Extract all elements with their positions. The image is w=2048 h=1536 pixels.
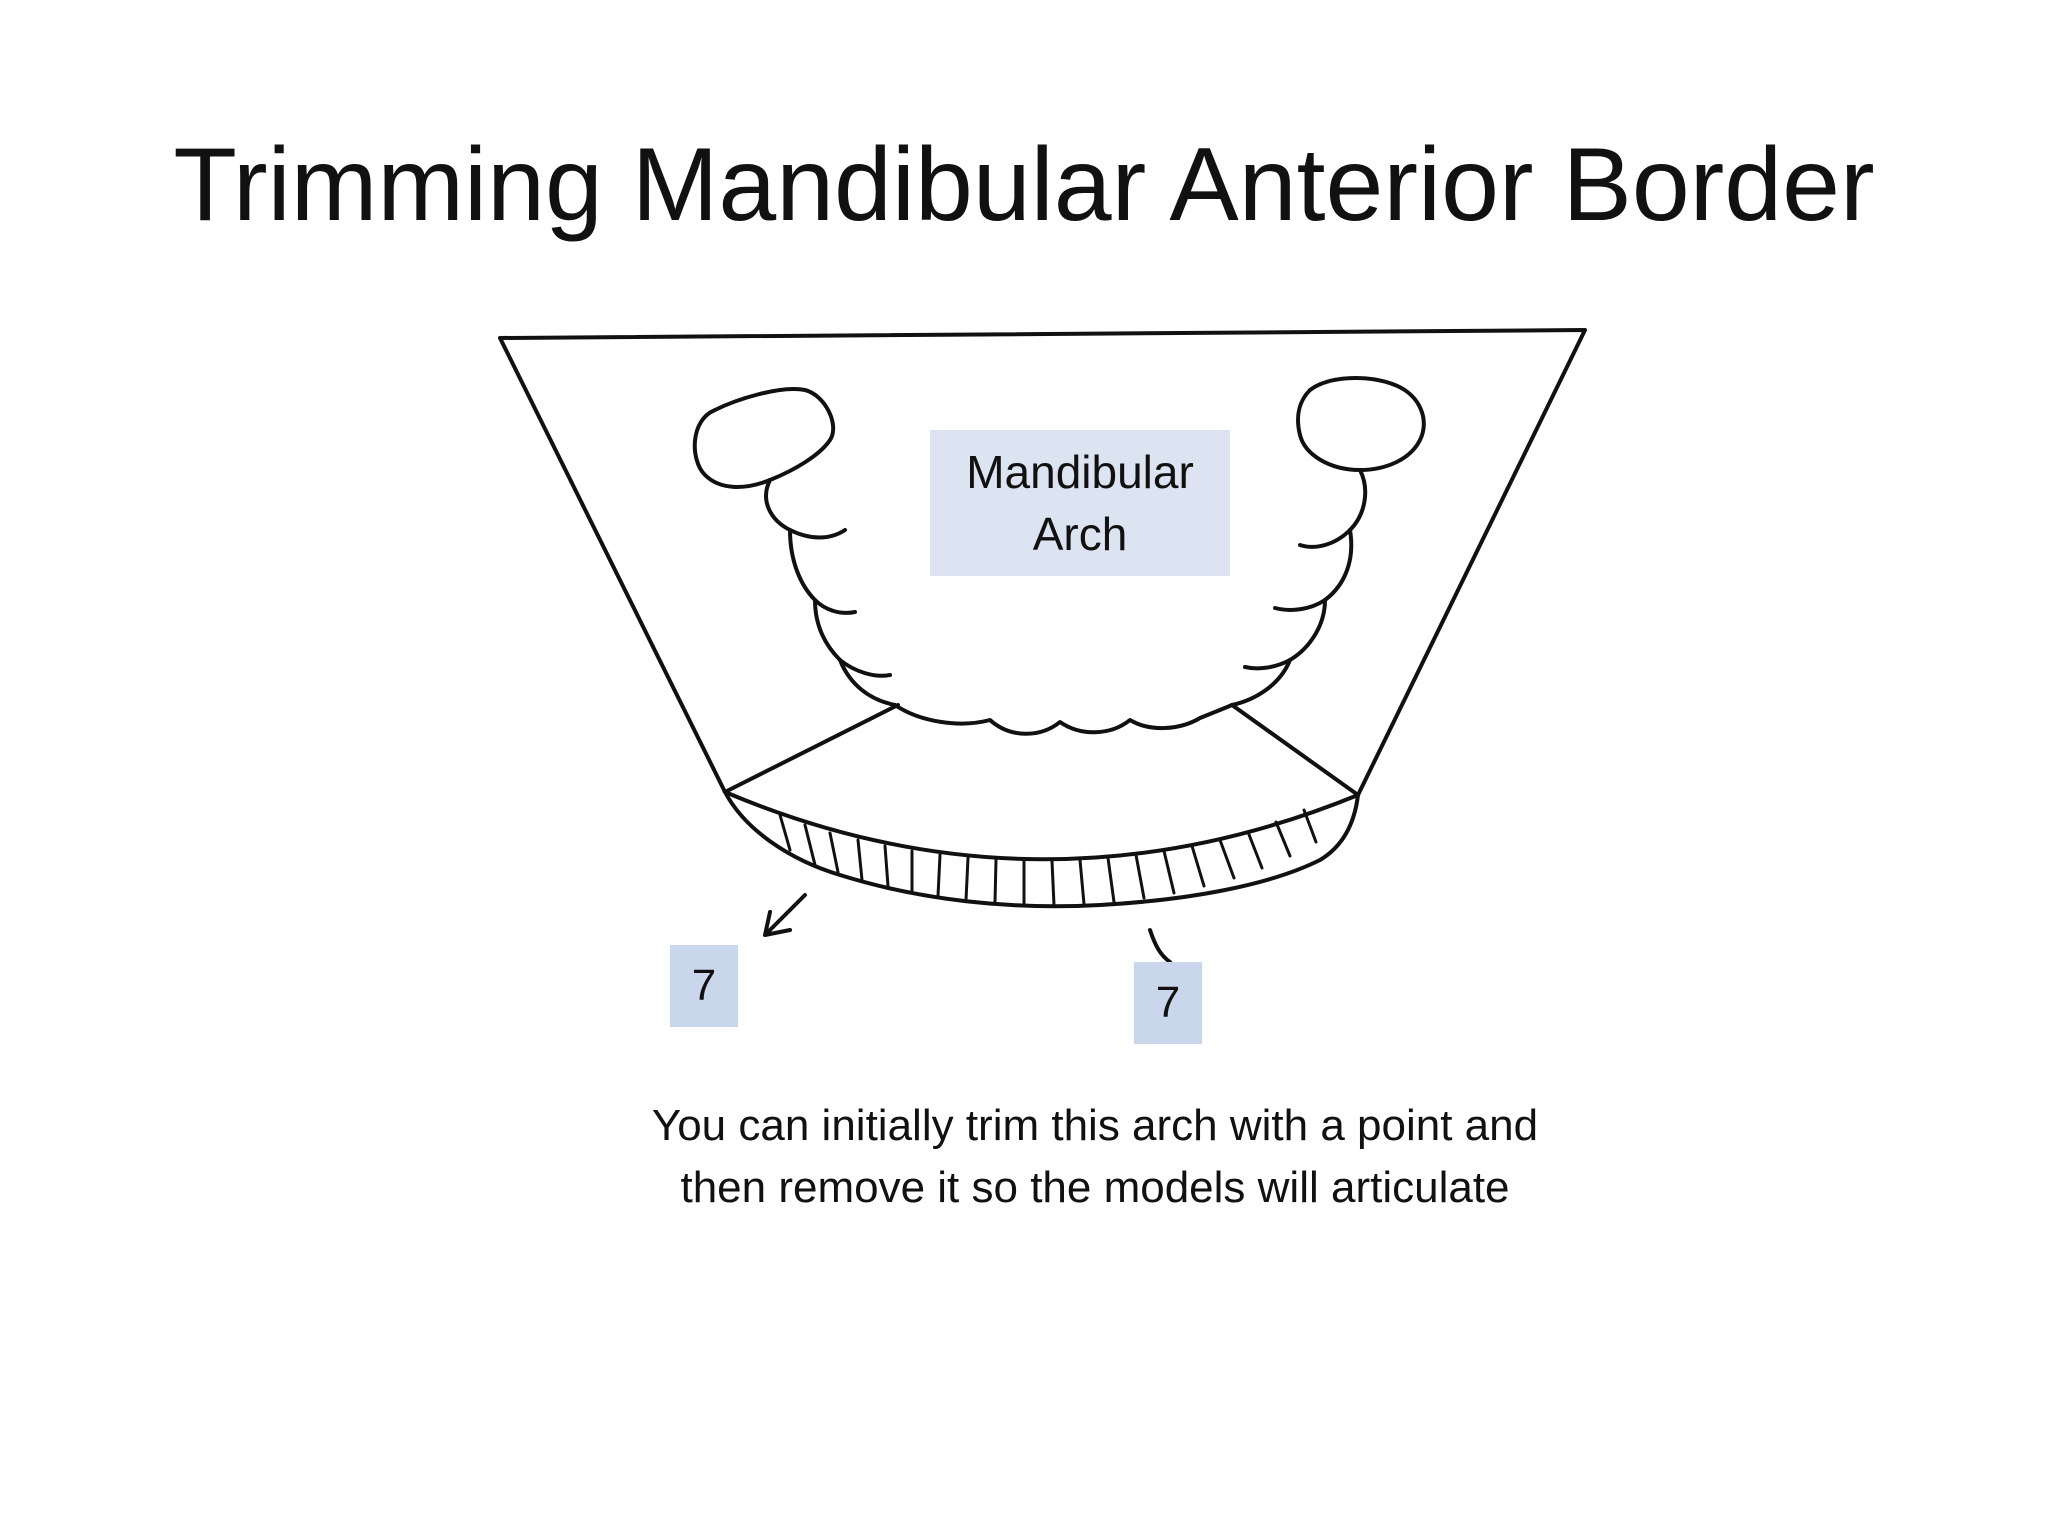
arch-label-line2: Arch [1032, 508, 1128, 560]
arrow-left [763, 893, 807, 937]
trim-line-right [1230, 703, 1360, 797]
arrow-right [1148, 928, 1172, 964]
anterior-teeth [893, 703, 1234, 736]
cast-outline [498, 328, 1587, 797]
mandibular-arch-label: Mandibular Arch [930, 430, 1230, 576]
arch-left [692, 387, 836, 489]
trim-line-left [723, 703, 900, 794]
caption-line1: You can initially trim this arch with a … [651, 1101, 1539, 1150]
hatch-marks [778, 808, 1318, 907]
caption-line2: then remove it so the models will articu… [680, 1163, 1510, 1212]
slide-title: Trimming Mandibular Anterior Border [173, 127, 1875, 243]
caption-text: You can initially trim this arch with a … [500, 1095, 1690, 1219]
number-label-left: 7 [670, 945, 738, 1027]
arch-right [1296, 376, 1426, 472]
arch-label-line1: Mandibular [966, 446, 1194, 498]
hatched-border [723, 790, 1360, 909]
number-label-right: 7 [1134, 962, 1202, 1044]
anterior-curve [723, 790, 1360, 862]
